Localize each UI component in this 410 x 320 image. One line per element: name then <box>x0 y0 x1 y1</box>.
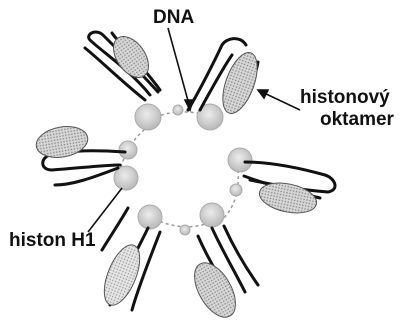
histone-octamer-label-line2: oktamer <box>320 110 394 130</box>
octamer-left <box>34 123 90 162</box>
octamer-bottom-right <box>186 256 244 320</box>
histone-octamer-label-line1: histonový <box>300 88 390 108</box>
dna-label: DNA <box>153 8 194 28</box>
h1-histones <box>114 104 252 235</box>
histone-h1-label: histon H1 <box>9 231 96 251</box>
octamer-top-right <box>216 48 264 118</box>
octamer-bottom-left <box>97 240 147 310</box>
